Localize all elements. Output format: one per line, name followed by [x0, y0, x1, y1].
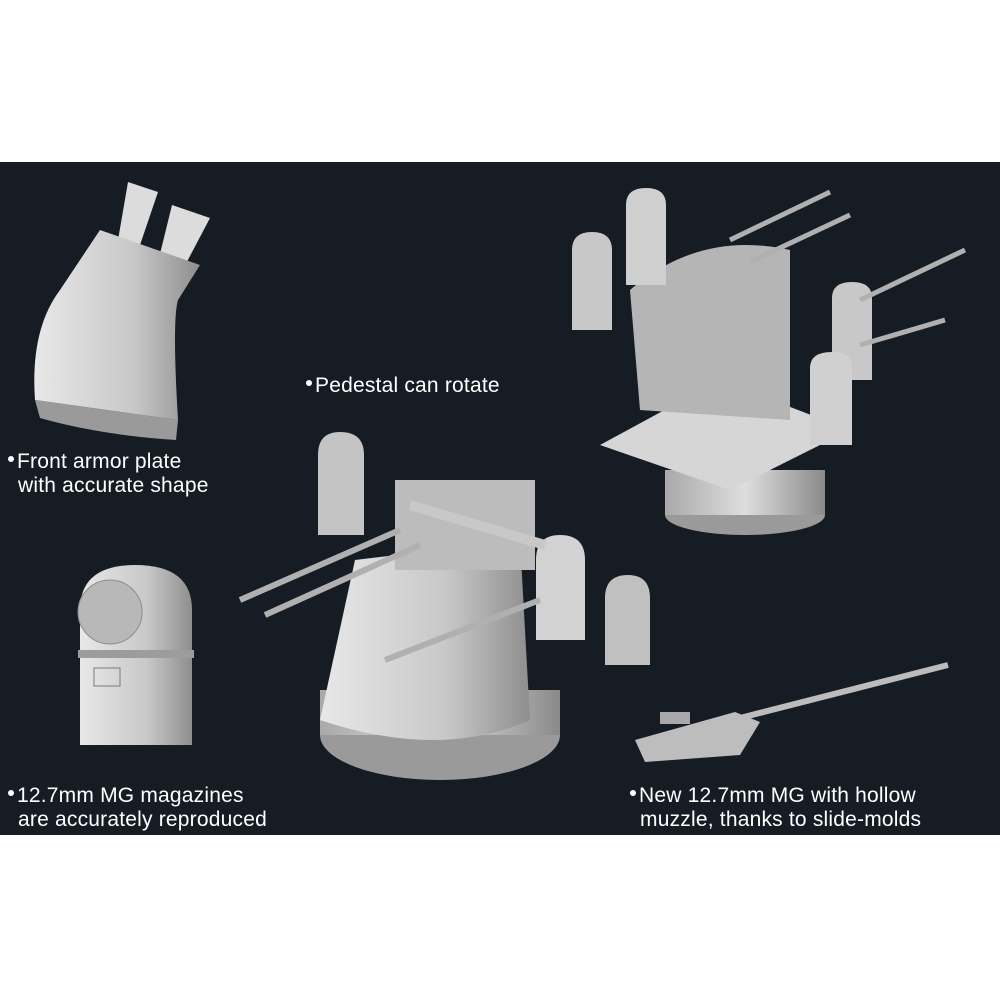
quad-mg-mount-part: [572, 188, 967, 535]
caption-mg: New 12.7mm MG with hollow muzzle, thanks…: [630, 784, 921, 832]
bullet-icon: [8, 456, 14, 463]
machine-gun-part: [635, 662, 949, 762]
bullet-icon: [630, 790, 636, 797]
caption-magazines: 12.7mm MG magazines are accurately repro…: [8, 784, 267, 832]
caption-line: Pedestal can rotate: [315, 374, 500, 397]
caption-line: with accurate shape: [18, 474, 209, 497]
front-armor-plate-part: [34, 182, 210, 440]
caption-pedestal: Pedestal can rotate: [306, 374, 500, 398]
twin-mg-mount-part: [238, 432, 650, 780]
magazine-part: [77, 565, 194, 745]
caption-line: muzzle, thanks to slide-molds: [640, 808, 922, 831]
caption-line: 12.7mm MG magazines: [17, 784, 244, 807]
bullet-icon: [306, 380, 312, 387]
bullet-icon: [8, 790, 14, 797]
caption-line: are accurately reproduced: [18, 808, 267, 831]
caption-front-armor: Front armor plate with accurate shape: [8, 450, 209, 498]
caption-line: New 12.7mm MG with hollow: [639, 784, 916, 807]
caption-line: Front armor plate: [17, 450, 182, 473]
